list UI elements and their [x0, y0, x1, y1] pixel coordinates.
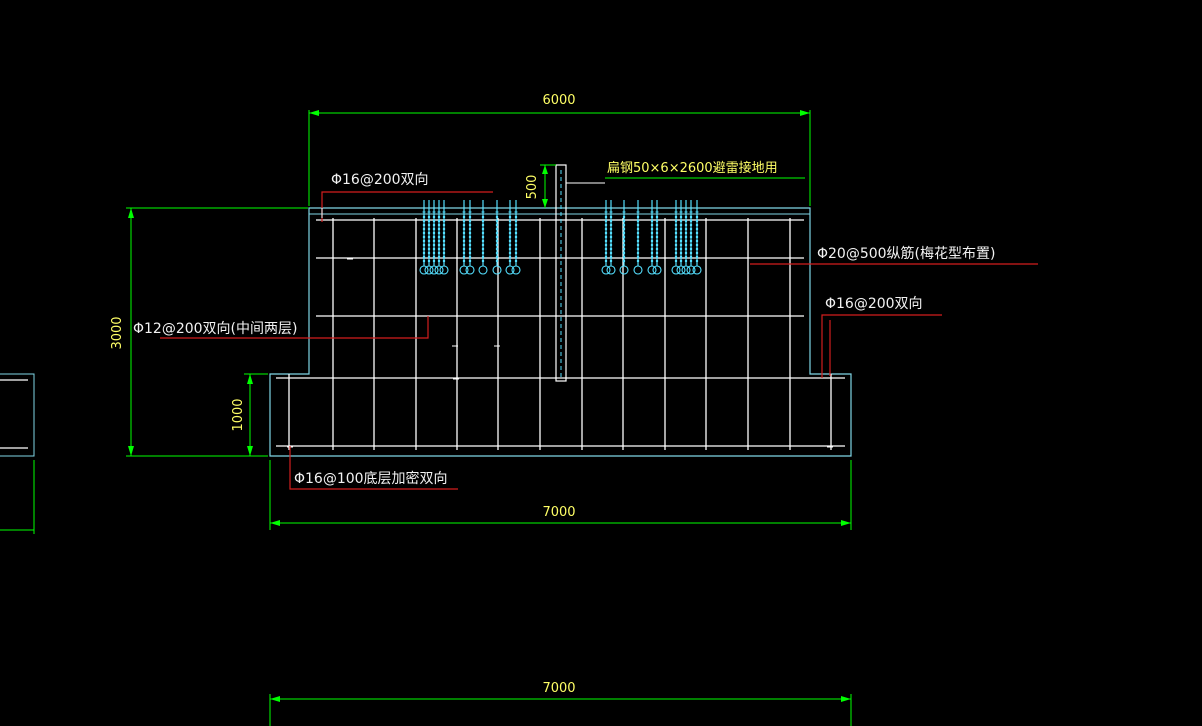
anchor-bolt: [434, 200, 444, 275]
label-right-rebar: Φ16@200双向: [825, 296, 923, 312]
annotation-grounding: 扁钢50×6×2600避雷接地用: [566, 160, 805, 184]
dimension-base-height: 1000: [231, 373, 268, 456]
dimension-text-base-height: 1000: [231, 398, 246, 431]
anchor-bolt: [606, 200, 616, 275]
foundation-outline: [269, 207, 852, 457]
anchor-bolt: [439, 200, 449, 275]
dimension-text-top-width: 6000: [542, 93, 575, 108]
left-partial-foundation: [0, 373, 35, 534]
anchor-bolt: [459, 200, 469, 275]
dimension-bottom-width: 7000: [269, 460, 852, 530]
anchor-bolt: [633, 200, 643, 275]
anchor-bolt: [478, 200, 488, 275]
anchor-bolt: [647, 200, 657, 275]
anchor-bolt: [686, 200, 696, 275]
label-grounding: 扁钢50×6×2600避雷接地用: [607, 160, 778, 176]
anchor-bolt: [511, 200, 521, 275]
label-dowel-rebar: Φ20@500纵筋(梅花型布置): [817, 245, 995, 262]
anchor-bolt: [419, 200, 429, 275]
annotation-top-rebar: Φ16@200双向: [321, 172, 493, 222]
rebar-grid: [276, 218, 845, 450]
anchor-bolt: [671, 200, 681, 275]
grounding-flat-steel: [555, 164, 567, 382]
dimension-text-rod-height: 500: [525, 175, 540, 200]
dimension-text-total-height: 3000: [110, 316, 125, 349]
label-bottom-rebar: Φ16@100底层加密双向: [294, 470, 448, 487]
dimension-lower-width: 7000: [269, 681, 852, 726]
annotation-middle-rebar: Φ12@200双向(中间两层): [133, 316, 429, 339]
anchor-bolt: [492, 200, 502, 275]
label-middle-rebar: Φ12@200双向(中间两层): [133, 321, 297, 337]
dimension-top-width: 6000: [308, 93, 811, 206]
anchor-bolt: [652, 200, 662, 275]
anchor-bolt: [676, 200, 686, 275]
annotation-dowel-rebar: Φ20@500纵筋(梅花型布置): [750, 245, 1038, 265]
anchor-bolt: [465, 200, 475, 275]
anchor-bolt: [619, 200, 629, 275]
label-top-rebar: Φ16@200双向: [331, 172, 429, 188]
anchor-bolt: [424, 200, 434, 275]
annotation-bottom-rebar: Φ16@100底层加密双向: [289, 446, 458, 490]
anchor-bolt: [692, 200, 702, 275]
anchor-bolt-group: [419, 200, 702, 275]
anchor-bolt: [505, 200, 515, 275]
annotation-right-rebar: Φ16@200双向: [821, 296, 942, 378]
dimension-text-lower-width: 7000: [542, 681, 575, 696]
anchor-bolt: [601, 200, 611, 275]
dimension-rod-height: 500: [525, 164, 556, 208]
anchor-bolt: [429, 200, 439, 275]
dimension-total-height: 3000: [110, 207, 308, 457]
anchor-bolt: [681, 200, 691, 275]
dimension-text-bottom-width: 7000: [542, 505, 575, 520]
